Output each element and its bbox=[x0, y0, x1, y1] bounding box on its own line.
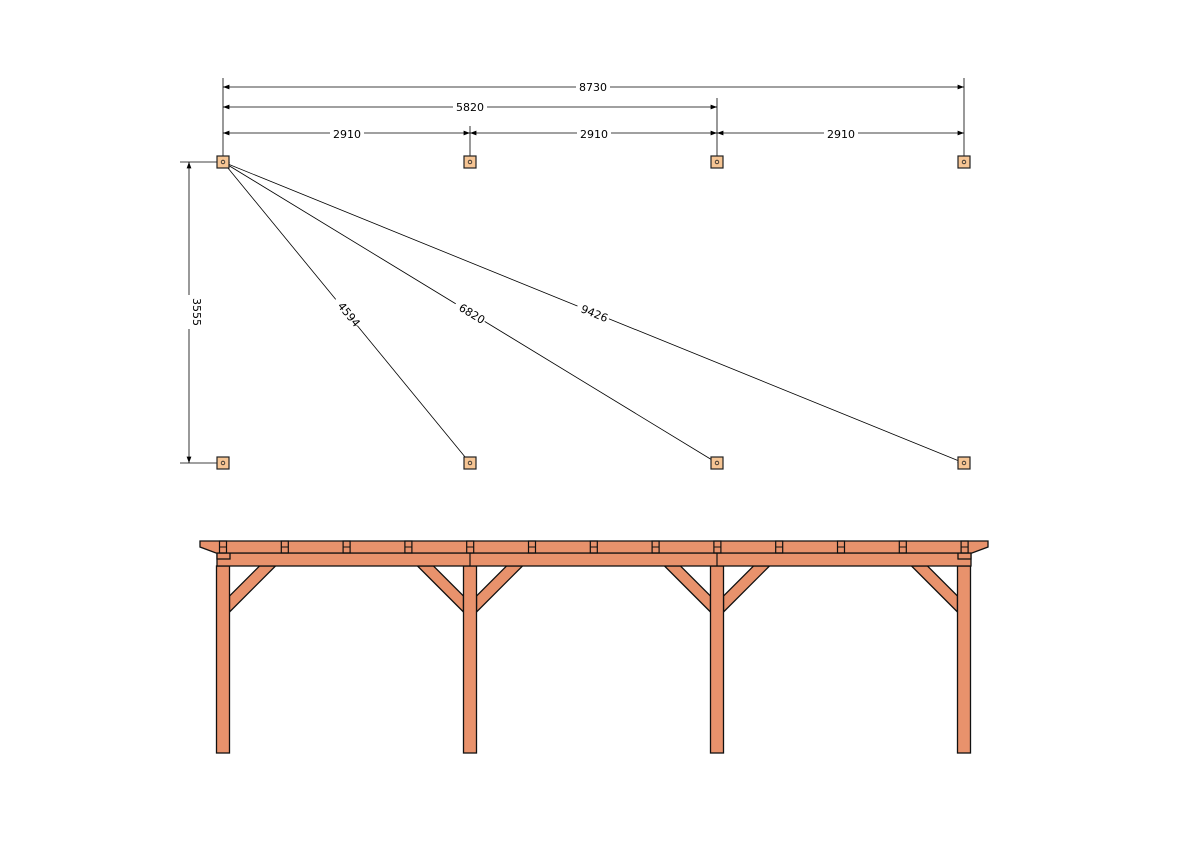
post-footprint bbox=[463, 456, 477, 470]
knee-brace bbox=[415, 565, 465, 614]
knee-brace bbox=[662, 565, 712, 614]
dimension-label: 9426 bbox=[579, 302, 610, 325]
post-footprint bbox=[463, 155, 477, 169]
dimension-label: 2910 bbox=[333, 128, 361, 141]
post bbox=[956, 565, 972, 754]
dimension-label: 2910 bbox=[827, 128, 855, 141]
post-footprint bbox=[216, 155, 230, 169]
dimension-depth: 3555 bbox=[182, 162, 203, 463]
dimension-two-bays: 5820 bbox=[223, 100, 717, 114]
post-center-mark bbox=[961, 460, 967, 466]
dimension-label: 8730 bbox=[579, 81, 607, 94]
post-footprint bbox=[957, 456, 971, 470]
knee-brace bbox=[228, 565, 278, 614]
beam-end-block bbox=[216, 552, 231, 560]
front-elevation bbox=[199, 540, 989, 754]
post-center-mark bbox=[714, 460, 720, 466]
post bbox=[215, 565, 231, 754]
knee-brace bbox=[722, 565, 772, 614]
beam bbox=[216, 552, 972, 567]
plan-view: 8730 5820 2910 2910 2910 3555 bbox=[180, 78, 971, 470]
dimension-label: 5820 bbox=[456, 101, 484, 114]
post-footprint bbox=[710, 456, 724, 470]
dimension-overall: 8730 bbox=[223, 80, 964, 94]
post-center-mark bbox=[467, 460, 473, 466]
post bbox=[709, 565, 725, 754]
knee-brace bbox=[909, 565, 959, 614]
dimension-label: 2910 bbox=[580, 128, 608, 141]
dimension-label: 3555 bbox=[190, 298, 203, 326]
post-footprint bbox=[216, 456, 230, 470]
beam-end-block bbox=[957, 552, 972, 560]
post-center-mark bbox=[220, 159, 226, 165]
post-center-mark bbox=[467, 159, 473, 165]
dimension-bays: 2910 2910 2910 bbox=[223, 126, 964, 141]
dimension-diagonals: 4594 6820 9426 bbox=[222, 161, 965, 464]
post-center-mark bbox=[961, 159, 967, 165]
post-footprint bbox=[710, 155, 724, 169]
post-footprint bbox=[957, 155, 971, 169]
post-footprints bbox=[216, 155, 971, 470]
knee-brace bbox=[475, 565, 525, 614]
post-center-mark bbox=[714, 159, 720, 165]
post-center-mark bbox=[220, 460, 226, 466]
post bbox=[462, 565, 478, 754]
